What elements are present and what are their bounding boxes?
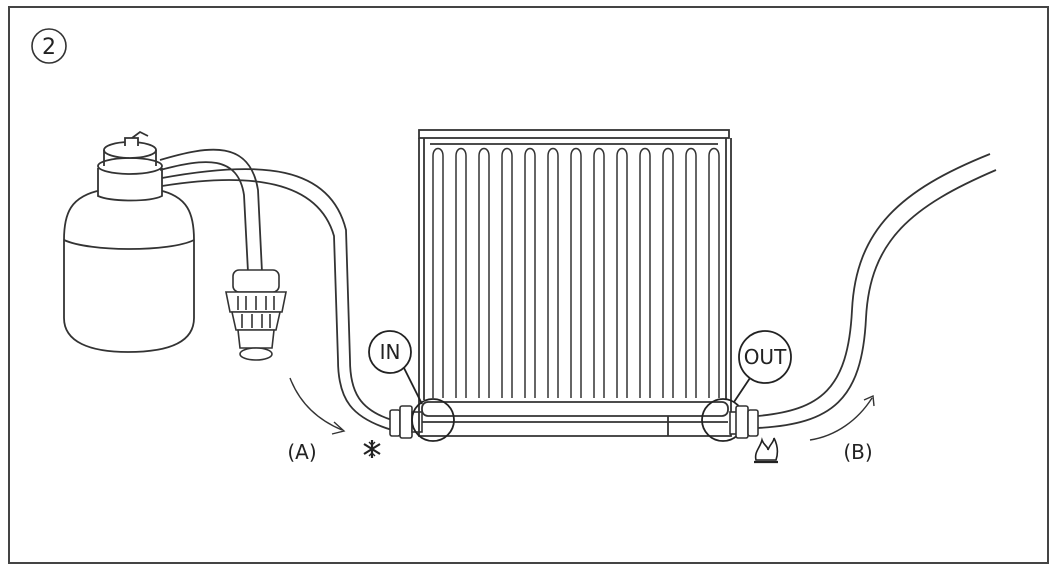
- arrow-b: [809, 394, 875, 441]
- inlet-callout: [368, 330, 455, 442]
- arrow-b-label: (B): [843, 440, 872, 464]
- outlet-hose: [757, 153, 997, 429]
- arrow-a: [289, 377, 346, 435]
- radiator-fin: [547, 147, 559, 398]
- radiator-fin: [639, 147, 651, 398]
- radiator-fin: [662, 147, 674, 398]
- snowflake-icon: [363, 440, 381, 458]
- flame-icon: [754, 437, 779, 464]
- cleaning-bottle: [63, 130, 195, 353]
- radiator: [418, 129, 732, 437]
- outlet-callout: [701, 330, 792, 442]
- step-number: 2: [42, 35, 56, 60]
- inlet-fitting: [389, 405, 423, 439]
- radiator-fin: [570, 147, 582, 398]
- radiator-fin: [708, 147, 720, 398]
- outlet-label: OUT: [744, 345, 787, 369]
- radiator-fins: [432, 147, 720, 398]
- radiator-fin: [616, 147, 628, 398]
- radiator-fin: [501, 147, 513, 398]
- arrow-a-label: (A): [287, 440, 316, 464]
- diagram-border: [8, 6, 1049, 564]
- radiator-fin: [524, 147, 536, 398]
- radiator-fin: [432, 147, 444, 398]
- bottle-hoses: [159, 148, 393, 431]
- radiator-fin: [593, 147, 605, 398]
- radiator-fin: [685, 147, 697, 398]
- inlet-label: IN: [380, 340, 401, 364]
- radiator-fin: [455, 147, 467, 398]
- hose-valve: [225, 269, 287, 361]
- radiator-fin: [478, 147, 490, 398]
- step-badge: 2: [31, 28, 67, 64]
- outlet-fitting: [729, 405, 759, 439]
